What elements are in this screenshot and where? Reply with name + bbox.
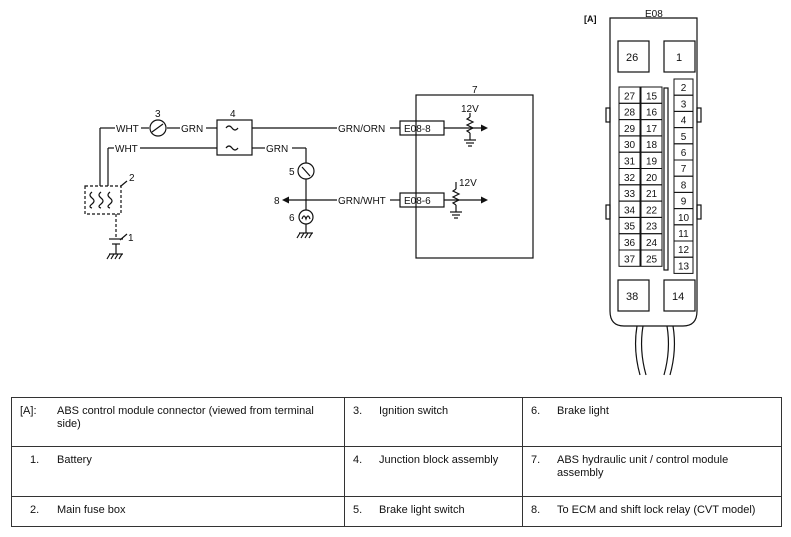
legend-cell: 6. Brake light (522, 396, 782, 448)
pin-20: 20 (646, 173, 658, 184)
wire-label-grn-orn: GRN/ORN (338, 124, 385, 135)
legend-text: Junction block assembly (379, 454, 499, 467)
callout-7: 7 (472, 85, 478, 96)
pin-37: 37 (624, 254, 636, 265)
pin-37-cell (618, 249, 641, 267)
pin-1: 1 (676, 52, 682, 64)
pin-22: 22 (646, 205, 658, 216)
legend-text: ABS control module connector (viewed fro… (57, 405, 314, 430)
legend-num: 7. (531, 454, 541, 467)
wire-label-wht-top: WHT (116, 124, 139, 135)
pin-11: 11 (678, 229, 689, 240)
pin-31: 31 (624, 157, 636, 168)
callout-4: 4 (230, 109, 236, 120)
voltage-label-2: 12V (459, 178, 477, 189)
legend-cell: [A]: ABS control module connector (viewed… (11, 396, 345, 448)
legend-text: Main fuse box (57, 503, 126, 516)
pin-19: 19 (646, 157, 658, 168)
legend-cell: 1. Battery (11, 446, 345, 497)
legend-num: 4. (353, 454, 363, 467)
wire-label-grn-left: GRN (181, 124, 203, 135)
pin-14: 14 (672, 291, 684, 303)
pin-17: 17 (646, 124, 658, 135)
legend-text: To ECM and shift lock relay (CVT model) (557, 503, 756, 516)
pin-23: 23 (646, 222, 658, 233)
pin-8: 8 (681, 180, 687, 191)
callout-3: 3 (155, 109, 161, 120)
wire-label-grn-wht: GRN/WHT (338, 196, 386, 207)
legend-text: Brake light (557, 405, 609, 417)
legend-num: 3. (353, 405, 363, 417)
pin-33: 33 (624, 189, 636, 200)
legend-cell: 7. ABS hydraulic unit / control module as… (522, 446, 782, 497)
callout-5: 5 (289, 167, 295, 178)
pin-18: 18 (646, 140, 658, 151)
pin-25: 25 (646, 254, 658, 265)
legend-num: 8. (531, 503, 541, 516)
terminal-e08-6: E08-6 (404, 196, 431, 207)
pin-35: 35 (624, 222, 636, 233)
pin-36: 36 (624, 238, 636, 249)
pin-29: 29 (624, 124, 636, 135)
pin-38: 38 (626, 291, 638, 303)
legend-cell: 8. To ECM and shift lock relay (CVT model… (522, 495, 782, 528)
pin-15: 15 (646, 91, 658, 102)
pin-26: 26 (626, 52, 638, 64)
legend-text: Ignition switch (379, 405, 449, 417)
pin-34: 34 (624, 205, 636, 216)
wire-label-grn-right: GRN (266, 144, 288, 155)
callout-8: 8 (274, 196, 280, 207)
pin-4: 4 (681, 116, 687, 127)
legend-cell: 2. Main fuse box (11, 495, 345, 528)
legend-text: Brake light switch (379, 503, 465, 516)
pin-32: 32 (624, 173, 636, 184)
pin-16: 16 (646, 108, 658, 119)
legend-cell: 4. Junction block assembly (344, 446, 523, 497)
pin-21: 21 (646, 189, 658, 200)
voltage-label-1: 12V (461, 104, 479, 115)
legend-num: [A]: (20, 405, 37, 417)
pin-13: 13 (678, 261, 690, 272)
pin-2: 2 (681, 83, 687, 94)
pin-27: 27 (624, 91, 636, 102)
callout-6: 6 (289, 213, 295, 224)
pin-6: 6 (681, 148, 687, 159)
legend-num: 6. (531, 405, 541, 417)
pin-24: 24 (646, 238, 658, 249)
legend-cell: 5. Brake light switch (344, 495, 523, 528)
wiring-diagram: WHT GRN WHT GRN GRN/ORN GRN/WHT E08-8 E0… (84, 9, 702, 376)
legend-table: [A]: ABS control module connector (viewed… (11, 396, 782, 528)
legend-num: 2. (30, 503, 40, 516)
terminal-e08-8: E08-8 (404, 124, 431, 135)
legend-num: 1. (30, 454, 40, 467)
pin-13-cell (673, 256, 694, 274)
connector-name: E08 (645, 9, 663, 20)
legend-num: 5. (353, 503, 363, 516)
pin-9: 9 (681, 197, 687, 208)
pin-30: 30 (624, 140, 636, 151)
legend-text: Battery (57, 454, 92, 467)
pin-12: 12 (678, 245, 690, 256)
legend-cell: 3. Ignition switch (344, 396, 523, 448)
pin-28: 28 (624, 108, 636, 119)
pin-5: 5 (681, 132, 687, 143)
connector-view-label: [A] (584, 14, 597, 24)
pin-10: 10 (678, 213, 690, 224)
pin-7: 7 (681, 164, 687, 175)
callout-2: 2 (129, 173, 135, 184)
pin-3: 3 (681, 99, 687, 110)
pin-25-cell (640, 249, 663, 267)
wire-label-wht-mid: WHT (115, 144, 138, 155)
callout-1: 1 (128, 233, 134, 244)
legend-text: ABS hydraulic unit / control module asse… (557, 454, 729, 480)
